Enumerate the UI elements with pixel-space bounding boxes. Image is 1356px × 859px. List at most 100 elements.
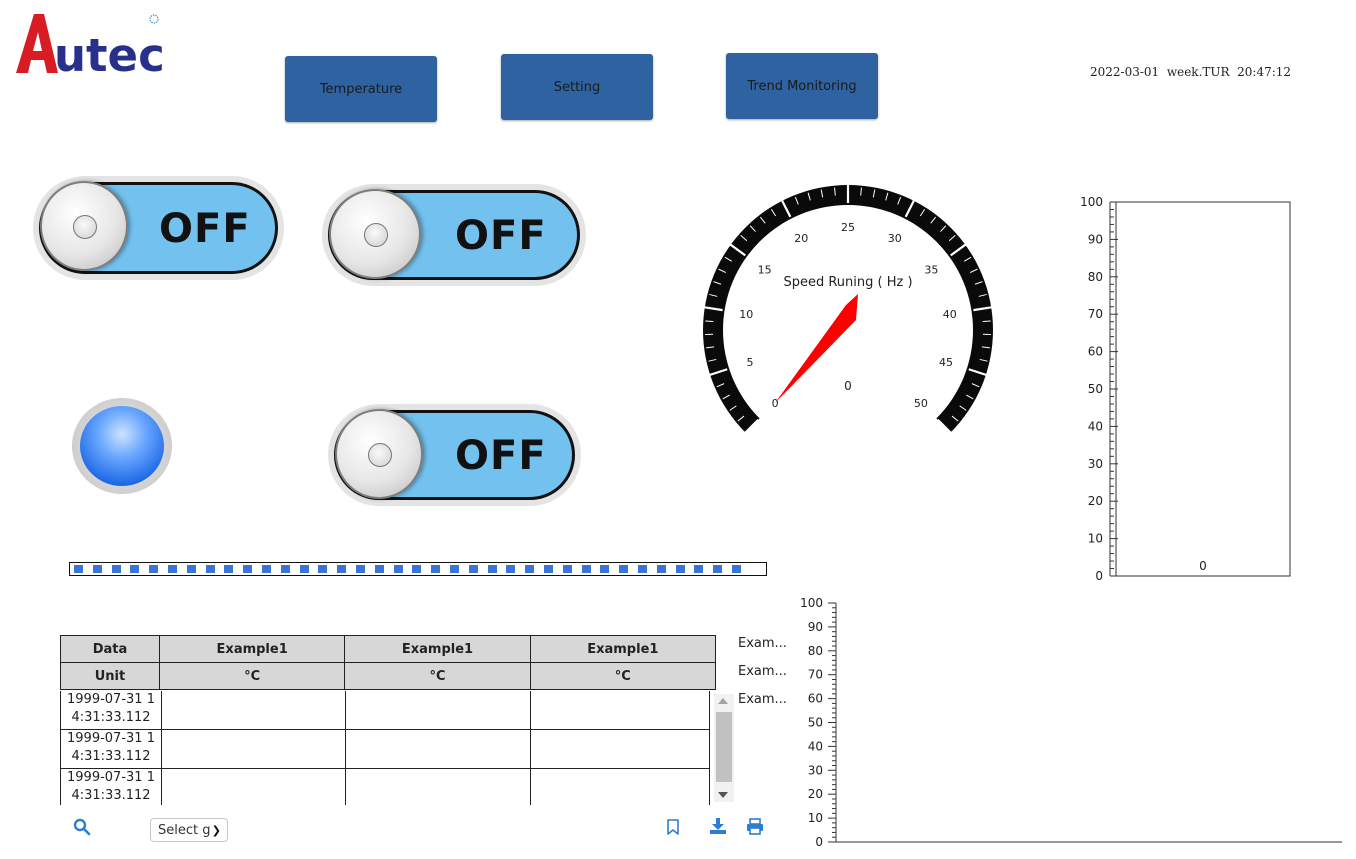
gauge-tick [706,346,715,349]
gauge-tick [897,196,902,205]
gauge-tick [729,405,737,411]
table-row[interactable]: 1999-07-31 14:31:33.112 [60,691,710,730]
gauge-tick-label: 0 [772,397,779,410]
progress-segment [619,565,629,573]
bar-meter-tick-label: 10 [1088,532,1103,546]
progress-segment [111,565,121,573]
table-cell [345,768,531,805]
search-icon[interactable] [73,818,91,836]
progress-segment [544,565,553,573]
table-header-cell: Data [60,635,160,663]
data-table-body-viewport[interactable]: 1999-07-31 14:31:33.112 1999-07-31 14:31… [60,691,712,805]
gauge-tick [729,243,746,257]
switch-3[interactable]: OFF [328,404,581,506]
gauge-tick [743,419,759,435]
scroll-up-arrow-icon[interactable] [718,698,728,704]
gauge-tick [722,394,730,400]
gauge-tick [708,368,728,377]
gauge-tick-label: 25 [841,221,855,234]
autech-logo: utech [16,14,164,80]
gauge-tick [703,306,723,312]
progress-segment [337,565,347,573]
gauge-tick [807,192,811,201]
indicator-lamp [72,398,172,494]
gauge-tick [872,189,876,198]
group-select[interactable]: Select g ❯ [150,818,228,842]
progress-segment [393,565,403,573]
legend-item[interactable]: Exam... [738,636,787,651]
trend-tick-label: 80 [808,644,823,658]
legend-item[interactable]: Exam... [738,692,787,707]
switch-3-label: OFF [455,433,547,479]
legend-item[interactable]: Exam... [738,664,787,679]
gauge-tick [959,405,967,411]
gauge-tick [930,216,937,224]
table-row[interactable]: 1999-07-31 14:31:33.112 [60,768,710,805]
table-scrollbar[interactable] [714,694,734,802]
print-icon[interactable] [746,818,764,836]
table-cell-time: 1999-07-31 14:31:33.112 [60,768,162,805]
gauge-tick [974,281,983,285]
switch-1-knob [40,181,128,271]
progress-segment [243,565,253,573]
gauge-tick-label: 5 [747,356,754,369]
table-cell [530,691,710,730]
gauge-title: Speed Runing ( Hz ) [783,275,912,290]
progress-segment [318,565,328,573]
progress-segment [525,565,535,573]
gauge-tick [963,256,972,262]
gauge-tick [966,394,974,400]
gauge-tick-label: 35 [924,263,938,276]
gauge-tick [981,346,990,349]
gauge-tick [919,208,926,217]
gauge-tick [718,268,727,273]
gauge-tick [948,235,956,242]
table-unit-cell: °C [529,662,717,690]
progress-segment [713,565,723,573]
bar-meter-tick-label: 60 [1088,345,1103,359]
progress-bar [69,562,767,576]
progress-segment [92,565,102,573]
progress-segment [694,565,704,573]
bar-meter-tick-label: 100 [1080,195,1103,209]
table-unit-cell: °C [344,662,531,690]
setting-button[interactable]: Setting [501,54,653,120]
table-row[interactable]: 1999-07-31 14:31:33.112 [60,729,710,769]
progress-segment [412,565,422,573]
table-cell [345,691,531,730]
bar-meter-tick-label: 30 [1088,457,1103,471]
gauge-tick [705,320,714,323]
scrollbar-thumb[interactable] [716,712,732,782]
scroll-down-arrow-icon[interactable] [718,792,728,798]
gauge-tick-label: 10 [739,308,753,321]
gauge-tick [834,187,836,196]
progress-segment [74,565,83,573]
temperature-button[interactable]: Temperature [285,56,437,122]
switch-1[interactable]: OFF [33,176,284,280]
download-icon[interactable] [709,817,727,835]
trend-tick-label: 0 [815,835,823,849]
gauge-tick [759,216,766,224]
gauge-tick-label: 40 [943,308,957,321]
chevron-down-icon: ❯ [211,824,221,837]
gauge-tick [978,293,987,297]
gauge-tick [968,368,988,377]
trend-monitoring-button[interactable]: Trend Monitoring [726,53,878,119]
bar-meter-tick-label: 80 [1088,270,1103,284]
table-header-cell: Example1 [158,635,346,663]
trend-tick-label: 30 [808,763,823,777]
gauge-tick [860,187,862,196]
gauge-tick-label: 45 [939,356,953,369]
gauge-tick [971,383,980,388]
temperature-button-label: Temperature [319,81,403,97]
trend-tick-label: 60 [808,692,823,706]
bar-meter-tick-label: 20 [1088,494,1103,508]
bookmark-icon[interactable] [664,818,682,836]
switch-2[interactable]: OFF [322,184,586,286]
trend-tick-label: 100 [800,596,823,610]
gauge-tick-label: 30 [888,232,902,245]
progress-segment [224,565,234,573]
bar-meter-tick-label: 70 [1088,307,1103,321]
bar-meter-frame [1115,201,1291,577]
bar-meter-tick-label: 90 [1088,232,1103,246]
